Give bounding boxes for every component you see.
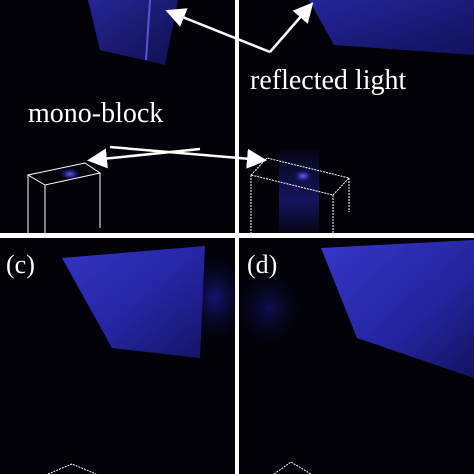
- reflected-light-patch: [321, 240, 474, 378]
- panel-b-scene: [250, 0, 474, 233]
- mono-block-outline: [26, 162, 102, 233]
- mono-block-outline: [47, 463, 97, 474]
- panel-d: (d): [239, 238, 474, 474]
- mono-block-outline: [273, 461, 312, 474]
- reflected-light-label: reflected light: [250, 65, 407, 96]
- reflected-light-patch: [88, 0, 178, 65]
- panel-c-scene: [47, 246, 235, 474]
- light-streak: [145, 0, 151, 61]
- reflected-light-patch: [309, 0, 474, 55]
- reflected-light-patch: [62, 246, 205, 358]
- light-spot: [294, 170, 312, 182]
- light-beam: [279, 150, 319, 233]
- mono-block-label: mono-block: [28, 98, 164, 129]
- panel-d-scene: [239, 240, 474, 474]
- panel-b: [239, 0, 474, 233]
- panel-label: (d): [247, 250, 278, 279]
- light-spot: [60, 168, 80, 180]
- panel-a-scene: [26, 0, 178, 233]
- panel-label: (c): [6, 250, 35, 279]
- panel-c: (c): [0, 238, 235, 474]
